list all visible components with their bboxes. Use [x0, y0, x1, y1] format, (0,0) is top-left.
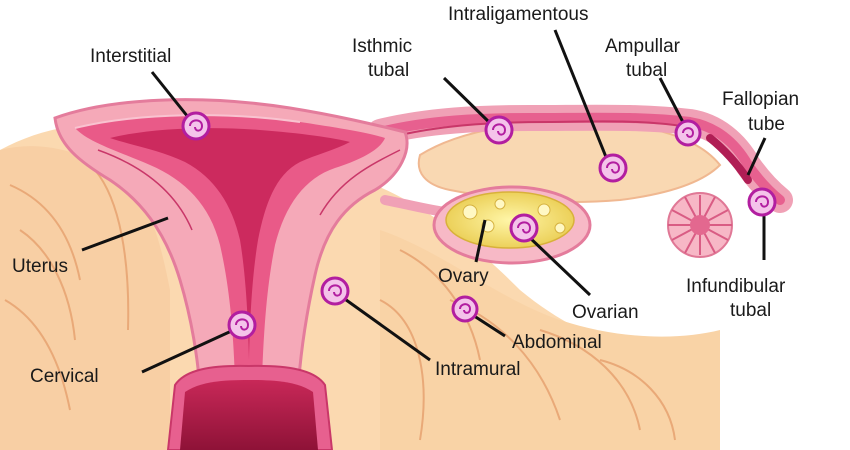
label-infundibular-line2: tubal [730, 300, 771, 321]
label-infundibular-line1: Infundibular [686, 276, 786, 297]
embryo-marker-ampullar [674, 119, 702, 147]
embryo-marker-abdominal [451, 295, 479, 323]
embryo-marker-isthmic [484, 115, 514, 145]
cervix [166, 364, 334, 450]
label-cervical: Cervical [30, 366, 99, 387]
label-intraligamentous: Intraligamentous [448, 4, 588, 25]
label-isthmic-line1: Isthmic [352, 36, 412, 57]
label-abdominal: Abdominal [512, 332, 602, 353]
label-ovarian: Ovarian [572, 302, 639, 323]
embryo-marker-intramural [320, 276, 350, 306]
label-fallopian-line1: Fallopian [722, 89, 799, 110]
implantation-sites [181, 111, 777, 340]
embryo-marker-interstitial [181, 111, 211, 141]
fimbriae [667, 192, 733, 258]
embryo-marker-infundibular [747, 187, 777, 217]
uterus [53, 98, 409, 392]
label-fallopian-line2: tube [748, 114, 785, 135]
label-uterus: Uterus [12, 256, 68, 277]
label-isthmic-line2: tubal [368, 60, 409, 81]
labels: Interstitial Isthmic tubal Intraligament… [12, 4, 799, 387]
embryo-marker-cervical [227, 310, 257, 340]
label-ampullar-line2: tubal [626, 60, 667, 81]
label-ampullar-line1: Ampullar [605, 36, 681, 57]
label-intramural: Intramural [435, 359, 521, 380]
embryo-marker-intraligamentous [598, 153, 628, 183]
label-interstitial: Interstitial [90, 46, 171, 67]
label-ovary: Ovary [438, 266, 489, 287]
leader-lines [81, 29, 767, 374]
embryo-marker-ovarian [509, 213, 539, 243]
